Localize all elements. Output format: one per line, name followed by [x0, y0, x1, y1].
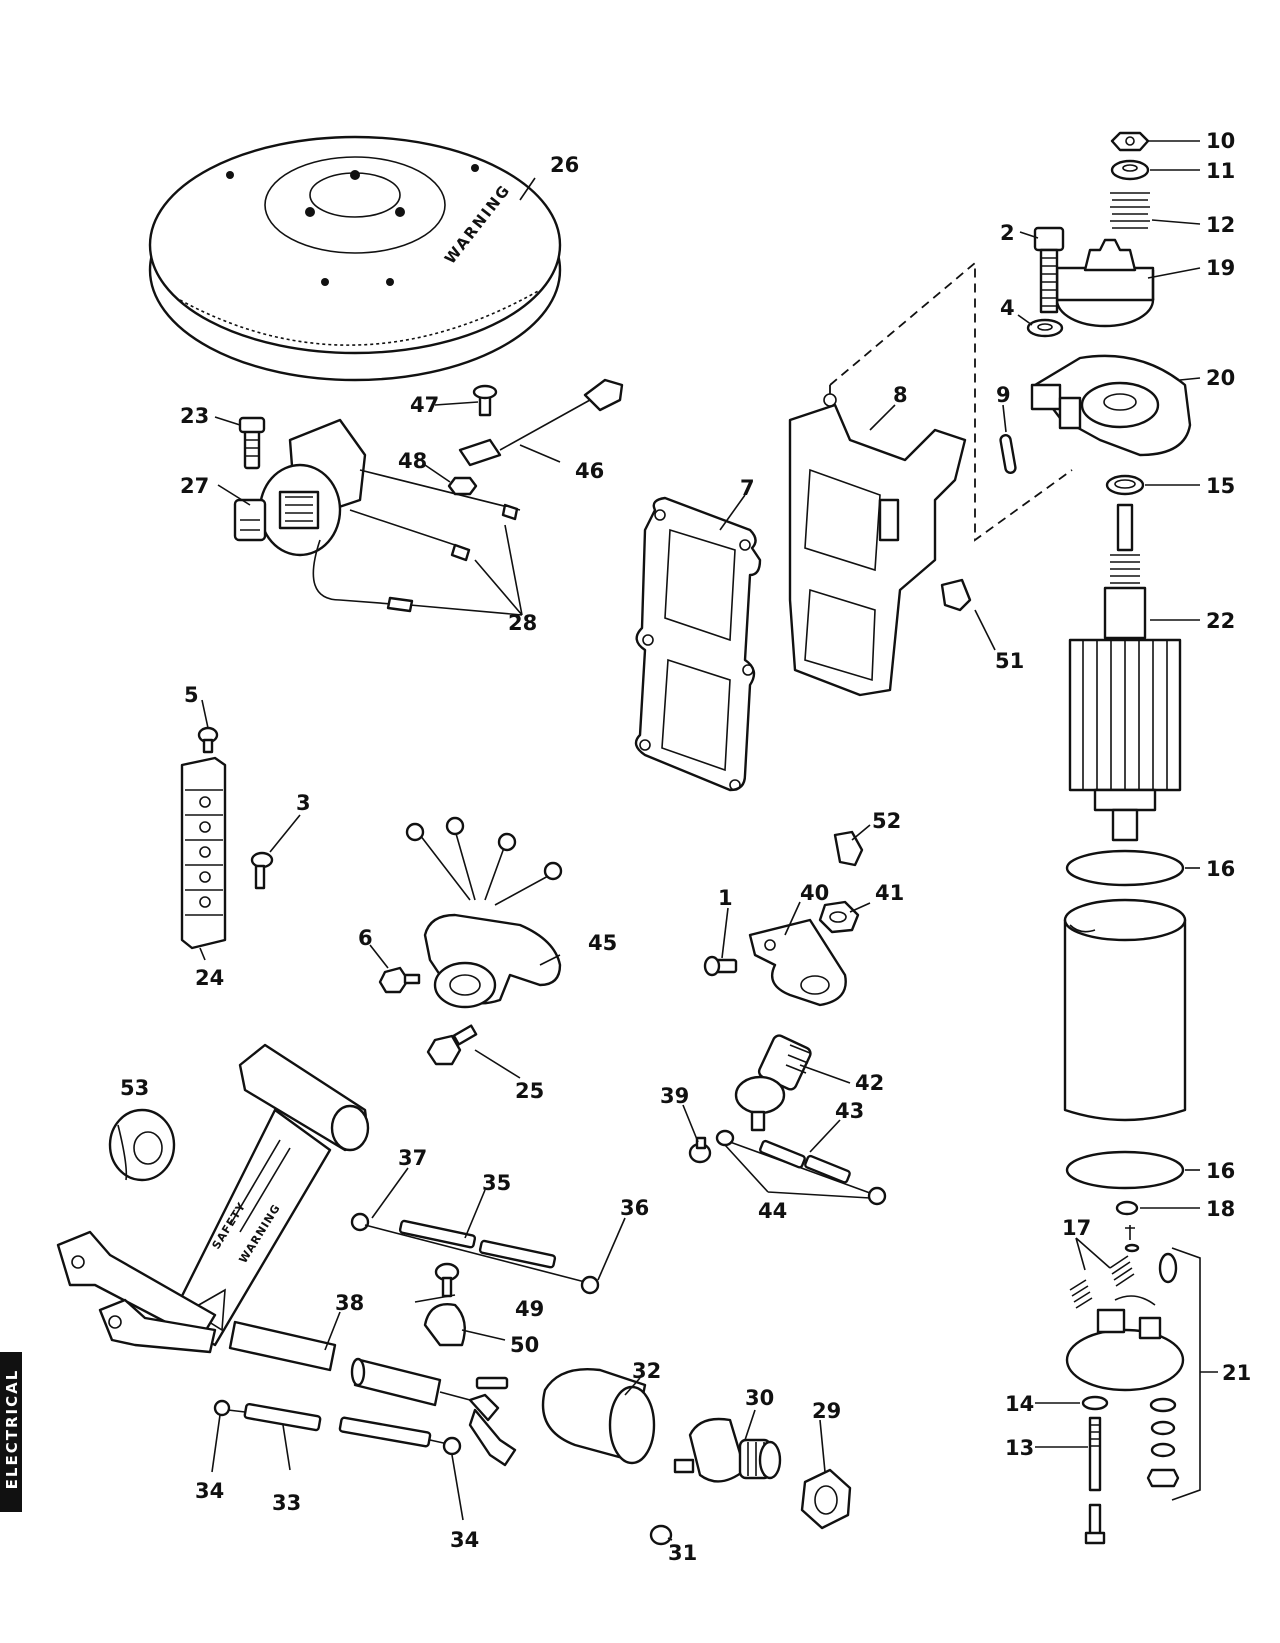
callout-39: 39	[660, 1084, 689, 1108]
callout-1: 1	[718, 886, 733, 910]
section-tab: ELECTRICAL	[0, 1352, 22, 1512]
callout-11: 11	[1206, 159, 1235, 183]
callout-5: 5	[184, 683, 199, 707]
flywheel-drawing: WARNING	[148, 135, 562, 382]
bracket-40-drawing	[703, 830, 864, 1007]
callout-20: 20	[1206, 366, 1235, 390]
callout-8: 8	[893, 383, 908, 407]
callout-33: 33	[272, 1491, 301, 1515]
springs-17-drawing	[1069, 1255, 1135, 1309]
callout-17: 17	[1062, 1216, 1091, 1240]
bolt-washer-drawing	[1026, 226, 1065, 338]
callout-52: 52	[872, 809, 901, 833]
boot-32-drawing	[541, 1368, 656, 1465]
starter-housing-drawing	[1063, 898, 1187, 1122]
solenoid-30-drawing	[649, 1417, 782, 1546]
brush-plate-drawing	[1065, 1252, 1185, 1392]
bracket-21	[1171, 1247, 1201, 1501]
section-tab-label: ELECTRICAL	[3, 1368, 21, 1490]
callout-44: 44	[758, 1199, 787, 1223]
oring-top-drawing	[1065, 849, 1185, 887]
callout-29: 29	[812, 1399, 841, 1423]
callout-35: 35	[482, 1171, 511, 1195]
callout-38: 38	[335, 1291, 364, 1315]
callout-15: 15	[1206, 474, 1235, 498]
thru-bolt-13-drawing	[1084, 1416, 1106, 1545]
callout-28: 28	[508, 611, 537, 635]
callout-labels: 1 2 3 4 5 6 7 8 9 10 11 12 13 14 15 16 1…	[120, 129, 1251, 1565]
callout-22: 22	[1206, 609, 1235, 633]
clip-51-drawing	[940, 578, 972, 612]
callout-50: 50	[510, 1333, 539, 1357]
callout-51: 51	[995, 649, 1024, 673]
callout-3: 3	[296, 791, 311, 815]
callout-21: 21	[1222, 1361, 1251, 1385]
lead-43-drawing	[688, 1129, 887, 1206]
terminal-block-drawing	[180, 726, 274, 950]
grommet-53-drawing	[108, 1108, 176, 1182]
callout-27: 27	[180, 474, 209, 498]
callout-4: 4	[1000, 296, 1015, 320]
plug-18-drawing	[1115, 1200, 1139, 1216]
callout-37: 37	[398, 1146, 427, 1170]
callout-7: 7	[740, 476, 755, 500]
safety-handle-drawing: SAFETY WARNING	[56, 1043, 370, 1354]
cable-38-drawing	[228, 1320, 517, 1467]
callout-19: 19	[1206, 256, 1235, 280]
gasket-7-drawing	[634, 496, 762, 792]
callout-41: 41	[875, 881, 904, 905]
cable-33-drawing	[213, 1399, 462, 1456]
callout-24: 24	[195, 966, 224, 990]
callout-32: 32	[632, 1359, 661, 1383]
callout-42: 42	[855, 1071, 884, 1095]
washer-15-drawing	[1105, 474, 1145, 496]
oring-bottom-drawing	[1065, 1150, 1185, 1190]
nut-29-drawing	[800, 1468, 852, 1530]
callout-18: 18	[1206, 1197, 1235, 1221]
callout-13: 13	[1005, 1436, 1034, 1460]
callout-48: 48	[398, 449, 427, 473]
clamp-50-drawing	[423, 1262, 466, 1347]
callout-40: 40	[800, 881, 829, 905]
cable-35-drawing	[350, 1212, 600, 1295]
callout-6: 6	[358, 926, 373, 950]
callout-43: 43	[835, 1099, 864, 1123]
armature-drawing	[1068, 503, 1182, 842]
starter-cap-drawing	[1030, 354, 1192, 457]
charger-assembly-drawing	[233, 416, 521, 613]
callout-12: 12	[1206, 213, 1235, 237]
nut-stack-drawing	[1146, 1397, 1180, 1488]
starter-top-drawing	[1055, 131, 1155, 328]
callout-46: 46	[575, 459, 604, 483]
callout-10: 10	[1206, 129, 1235, 153]
callout-34b: 34	[450, 1528, 479, 1552]
callout-2: 2	[1000, 221, 1015, 245]
callout-16a: 16	[1206, 857, 1235, 881]
callout-45: 45	[588, 931, 617, 955]
callout-26: 26	[550, 153, 579, 177]
callout-14: 14	[1005, 1392, 1034, 1416]
leaf-plate-8-drawing	[788, 393, 967, 697]
solenoid-drawing	[378, 816, 563, 1066]
callout-36: 36	[620, 1196, 649, 1220]
callout-53: 53	[120, 1076, 149, 1100]
pin-drawing	[999, 434, 1017, 474]
callout-49: 49	[515, 1297, 544, 1321]
lead-46-drawing	[447, 378, 624, 496]
callout-25: 25	[515, 1079, 544, 1103]
switch-42-drawing	[734, 1034, 812, 1132]
callout-16b: 16	[1206, 1159, 1235, 1183]
callout-23: 23	[180, 404, 209, 428]
callout-9: 9	[996, 383, 1011, 407]
callout-30: 30	[745, 1386, 774, 1410]
washer-14-drawing	[1081, 1395, 1109, 1411]
callout-34a: 34	[195, 1479, 224, 1503]
callout-47: 47	[410, 393, 439, 417]
leader-lines	[199, 140, 1218, 1541]
callout-31: 31	[668, 1541, 697, 1565]
